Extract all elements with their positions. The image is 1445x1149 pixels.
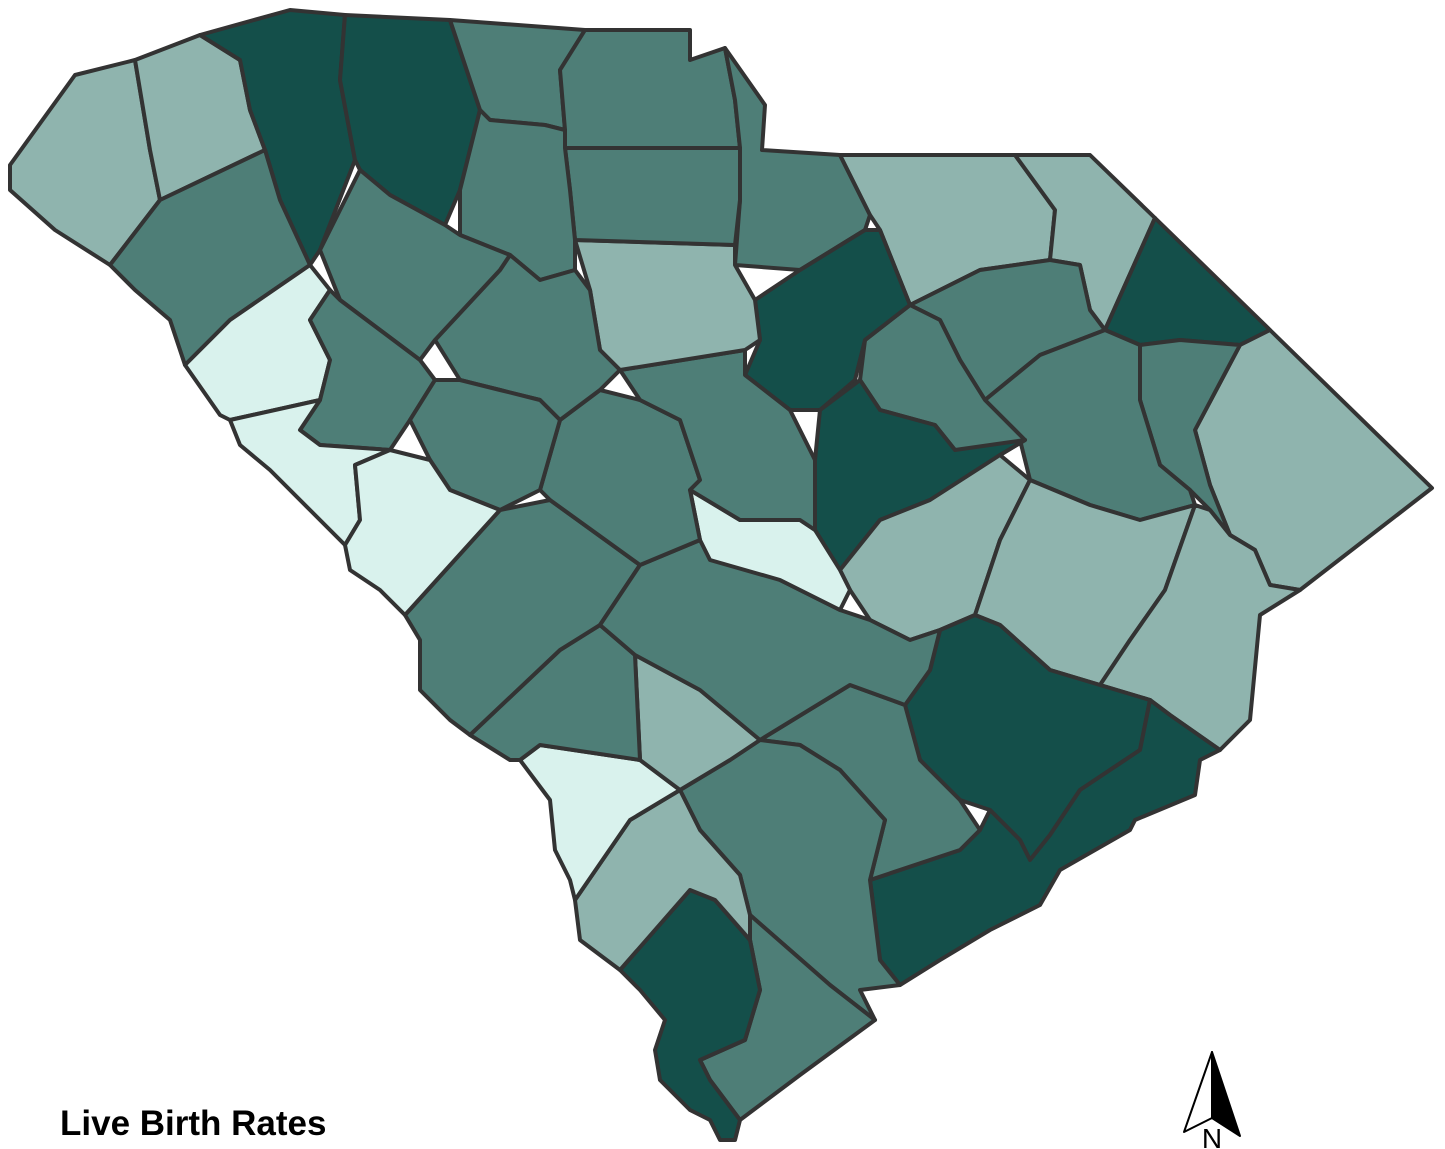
north-arrow-left-half (1183, 1051, 1213, 1133)
county-regions (8, 8, 1434, 1142)
north-arrow-right-half (1211, 1051, 1241, 1137)
county-region-aiken[interactable] (403, 498, 642, 737)
north-arrow: N (1183, 1051, 1241, 1149)
county-region-richland[interactable] (618, 348, 817, 532)
north-label: N (1202, 1123, 1222, 1149)
county-region-chester[interactable] (563, 146, 742, 247)
county-region-greenville[interactable] (198, 8, 357, 267)
county-region-charleston[interactable] (868, 698, 1222, 987)
county-region-york[interactable] (558, 28, 742, 150)
map-title: Live Birth Rates (60, 1104, 327, 1143)
county-region-edgefield[interactable] (343, 448, 502, 617)
